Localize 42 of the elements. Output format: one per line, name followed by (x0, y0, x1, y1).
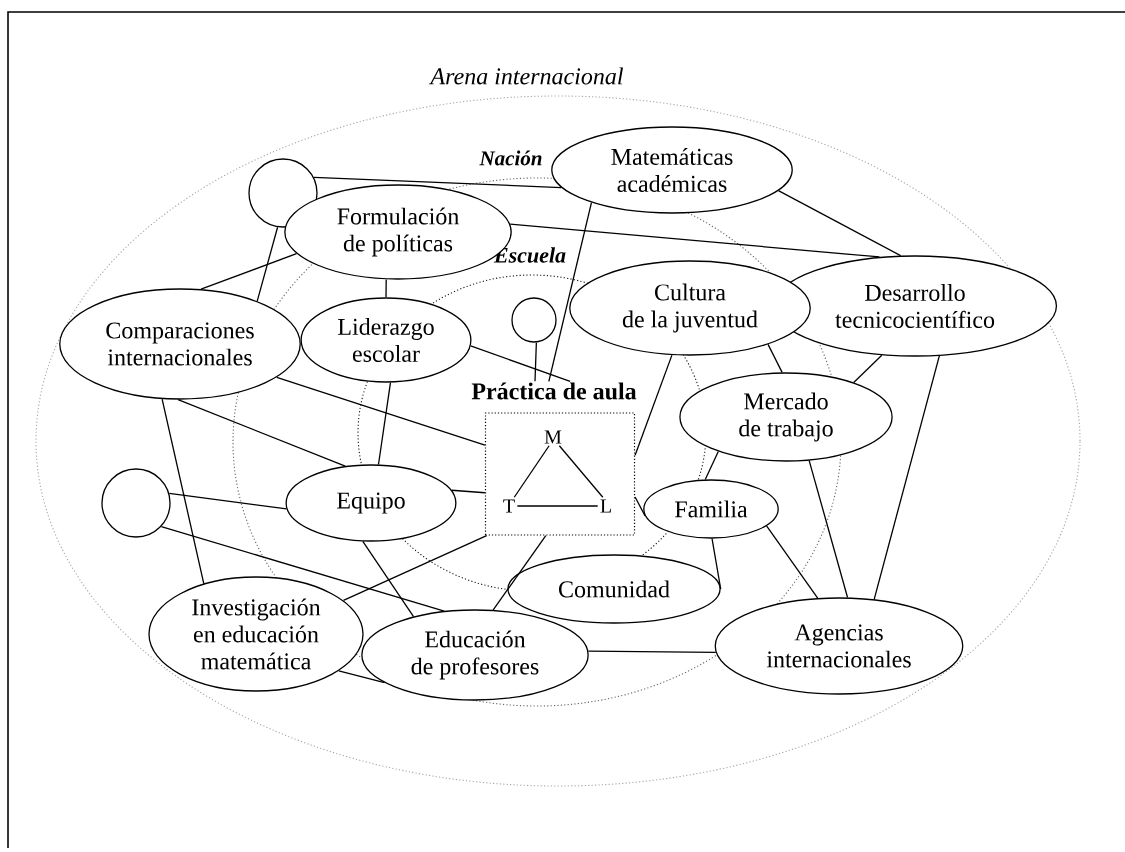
blank-circle (101, 468, 171, 538)
connector-line (492, 534, 547, 611)
letter-label: T (503, 499, 515, 513)
connector-line (338, 670, 386, 684)
connector-line (765, 525, 819, 599)
connector-line (168, 492, 288, 510)
connector-line (548, 201, 593, 382)
blank-circle (248, 158, 318, 228)
connector-line (342, 534, 488, 602)
connector-line (767, 343, 783, 374)
letter-label: L (600, 499, 611, 513)
connector-line (385, 278, 387, 298)
connector-line (276, 376, 486, 446)
connector-line (853, 354, 883, 384)
letter-label: M (544, 430, 562, 444)
connector-line (808, 459, 849, 599)
connector-line (177, 399, 346, 467)
connector-line (313, 176, 562, 189)
connector-line (516, 505, 599, 507)
connector-line (161, 398, 205, 585)
connector-line (513, 445, 550, 498)
region-label: Arena internacional (429, 67, 623, 85)
connector-line (362, 540, 415, 618)
connector-line (873, 355, 940, 600)
connector-line (377, 381, 392, 466)
connector-line (256, 226, 279, 302)
box-heading: Práctica de aula (471, 382, 637, 400)
connector-line (711, 538, 722, 590)
connector-line (160, 526, 445, 612)
connector-line (704, 450, 719, 481)
connector-line (534, 341, 537, 382)
connector-line (587, 650, 717, 654)
connector-line (777, 190, 902, 257)
region-label: Nación (479, 150, 542, 166)
connector-line (634, 496, 646, 517)
connector-line (451, 489, 486, 494)
connector-line (558, 445, 604, 498)
blank-circle (511, 297, 557, 343)
connector-line (509, 223, 881, 258)
connector-line (634, 354, 673, 456)
connector-line (200, 252, 298, 290)
connector-line (470, 345, 571, 382)
